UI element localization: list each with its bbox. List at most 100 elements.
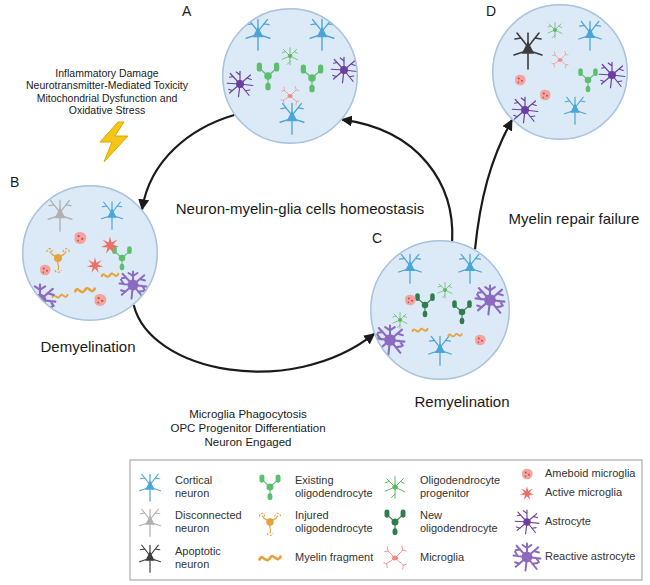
ameboid-microglia: [40, 265, 50, 276]
microglia: [281, 87, 299, 105]
apoptotic-neuron: [514, 33, 542, 69]
cortical-neuron: [102, 202, 123, 229]
oligodendrocyte-progenitor: [282, 48, 297, 65]
legend-label: Myelin fragment: [295, 551, 377, 564]
panel-circle: ANeuron-myelin-glia cells homeostasis: [222, 8, 358, 144]
legend-icon: [514, 544, 541, 571]
legend-label: Injured oligodendrocyte: [295, 509, 377, 535]
panel-caption: Neuron-myelin-glia cells homeostasis: [176, 200, 424, 218]
legend-icon: [520, 486, 534, 500]
microglia: [552, 52, 568, 69]
lightning-bolt: [100, 122, 128, 162]
legend-label: Ameboid microglia: [545, 467, 637, 480]
curved-arrow: [142, 115, 234, 209]
legend-icon: [260, 513, 281, 535]
cortical-neuron: [399, 254, 421, 283]
ameboid-microglia: [475, 335, 485, 346]
legend-icon: [140, 474, 161, 501]
panel-disc: [370, 240, 510, 380]
legend-icon: [385, 477, 405, 499]
reactive-astrocyte: [25, 285, 56, 316]
new-oligodendrocyte: [452, 300, 472, 324]
panel-letter: C: [372, 230, 382, 247]
legend-label: Active microglia: [545, 486, 637, 499]
legend-icon: [384, 546, 406, 569]
existing-oligodendrocyte: [112, 246, 132, 270]
curved-arrow: [475, 120, 512, 249]
active-microglia: [87, 257, 103, 272]
panel-letter: D: [486, 3, 496, 20]
panel-b-cells: [25, 201, 147, 316]
cortical-neuron: [459, 254, 481, 283]
panel-disc: [222, 8, 358, 144]
panel-disc: [492, 4, 628, 140]
myelin-fragment: [75, 288, 95, 292]
circle-outline-path: [371, 241, 510, 380]
existing-oligodendrocyte: [257, 63, 280, 91]
cortical-neuron: [565, 97, 586, 124]
reactive-astrocyte: [476, 286, 505, 315]
circle-outline-path: [223, 9, 358, 144]
cortical-neuron: [429, 336, 451, 365]
myelin-fragment: [53, 295, 68, 298]
panel-letter: B: [10, 174, 19, 191]
panel-caption: Demyelination: [40, 338, 135, 356]
legend-icon: [140, 509, 161, 536]
astrocyte: [599, 62, 625, 88]
ameboid-microglia: [75, 232, 87, 244]
myelin-fragment: [102, 274, 119, 277]
panel-circle: DMyelin repair failure: [492, 4, 628, 140]
legend-label: Cortical neuron: [175, 474, 245, 500]
new-oligodendrocyte: [415, 293, 435, 317]
reactive-astrocyte: [376, 326, 405, 355]
circle-outline-path: [493, 5, 628, 140]
circle-outline-path: [23, 186, 158, 321]
panel-circle: CRemyelination: [370, 240, 510, 380]
circle-outline: [22, 185, 158, 321]
panel-caption: Remyelination: [414, 393, 509, 411]
legend-icon: [522, 469, 532, 480]
existing-oligodendrocyte: [301, 65, 324, 93]
cortical-neuron: [579, 21, 601, 50]
legend-icon: [260, 556, 281, 560]
panel-letter: A: [182, 3, 191, 20]
cortical-neuron: [246, 20, 270, 51]
astrocyte: [227, 71, 253, 97]
annotation-text: Mitochondrial Dysfunction and Oxidative …: [25, 92, 190, 117]
legend-icon: [260, 474, 281, 500]
panel-disc: [22, 185, 158, 321]
legend-label: Microglia: [420, 551, 508, 564]
oligodendrocyte-progenitor: [548, 23, 562, 39]
active-microglia: [101, 237, 119, 254]
legend-label: Oligodendrocyte progenitor: [420, 474, 508, 500]
legend-icon: [385, 509, 406, 535]
annotation-text: Neuron Engaged: [138, 436, 358, 450]
ameboid-microglia: [515, 75, 525, 86]
legend-label: Existing oligodendrocyte: [295, 474, 377, 500]
legend-label: Apoptotic neuron: [175, 545, 245, 571]
oligodendrocyte-progenitor: [438, 283, 452, 299]
circle-outline: [492, 4, 628, 140]
annotation-text: Microglia Phagocytosis: [138, 408, 358, 422]
panel-a-cells: [227, 20, 357, 135]
circle-outline: [370, 240, 510, 380]
legend-label: Astrocyte: [545, 515, 637, 528]
ameboid-microglia: [405, 295, 415, 306]
annotation-text: OPC Progenitor Differentiation: [138, 422, 358, 436]
legend-icon: [515, 510, 539, 534]
ameboid-microglia: [540, 90, 550, 101]
circle-outline: [222, 8, 358, 144]
annotation-text: Neurotransmitter-Mediated Toxicity: [25, 79, 190, 92]
panel-circle: BDemyelination: [22, 185, 158, 321]
legend-label: Disconnected neuron: [175, 509, 245, 535]
myelin-fragment: [413, 329, 428, 332]
panel-caption: Myelin repair failure: [509, 210, 640, 228]
ameboid-microglia: [95, 294, 107, 306]
existing-oligodendrocyte: [578, 68, 598, 92]
legend-label: Reactive astrocyte: [545, 550, 637, 563]
curved-arrow: [134, 305, 375, 372]
legend-frame: [130, 460, 642, 580]
curved-arrow: [342, 120, 452, 241]
panel-c-cells: [376, 254, 505, 365]
